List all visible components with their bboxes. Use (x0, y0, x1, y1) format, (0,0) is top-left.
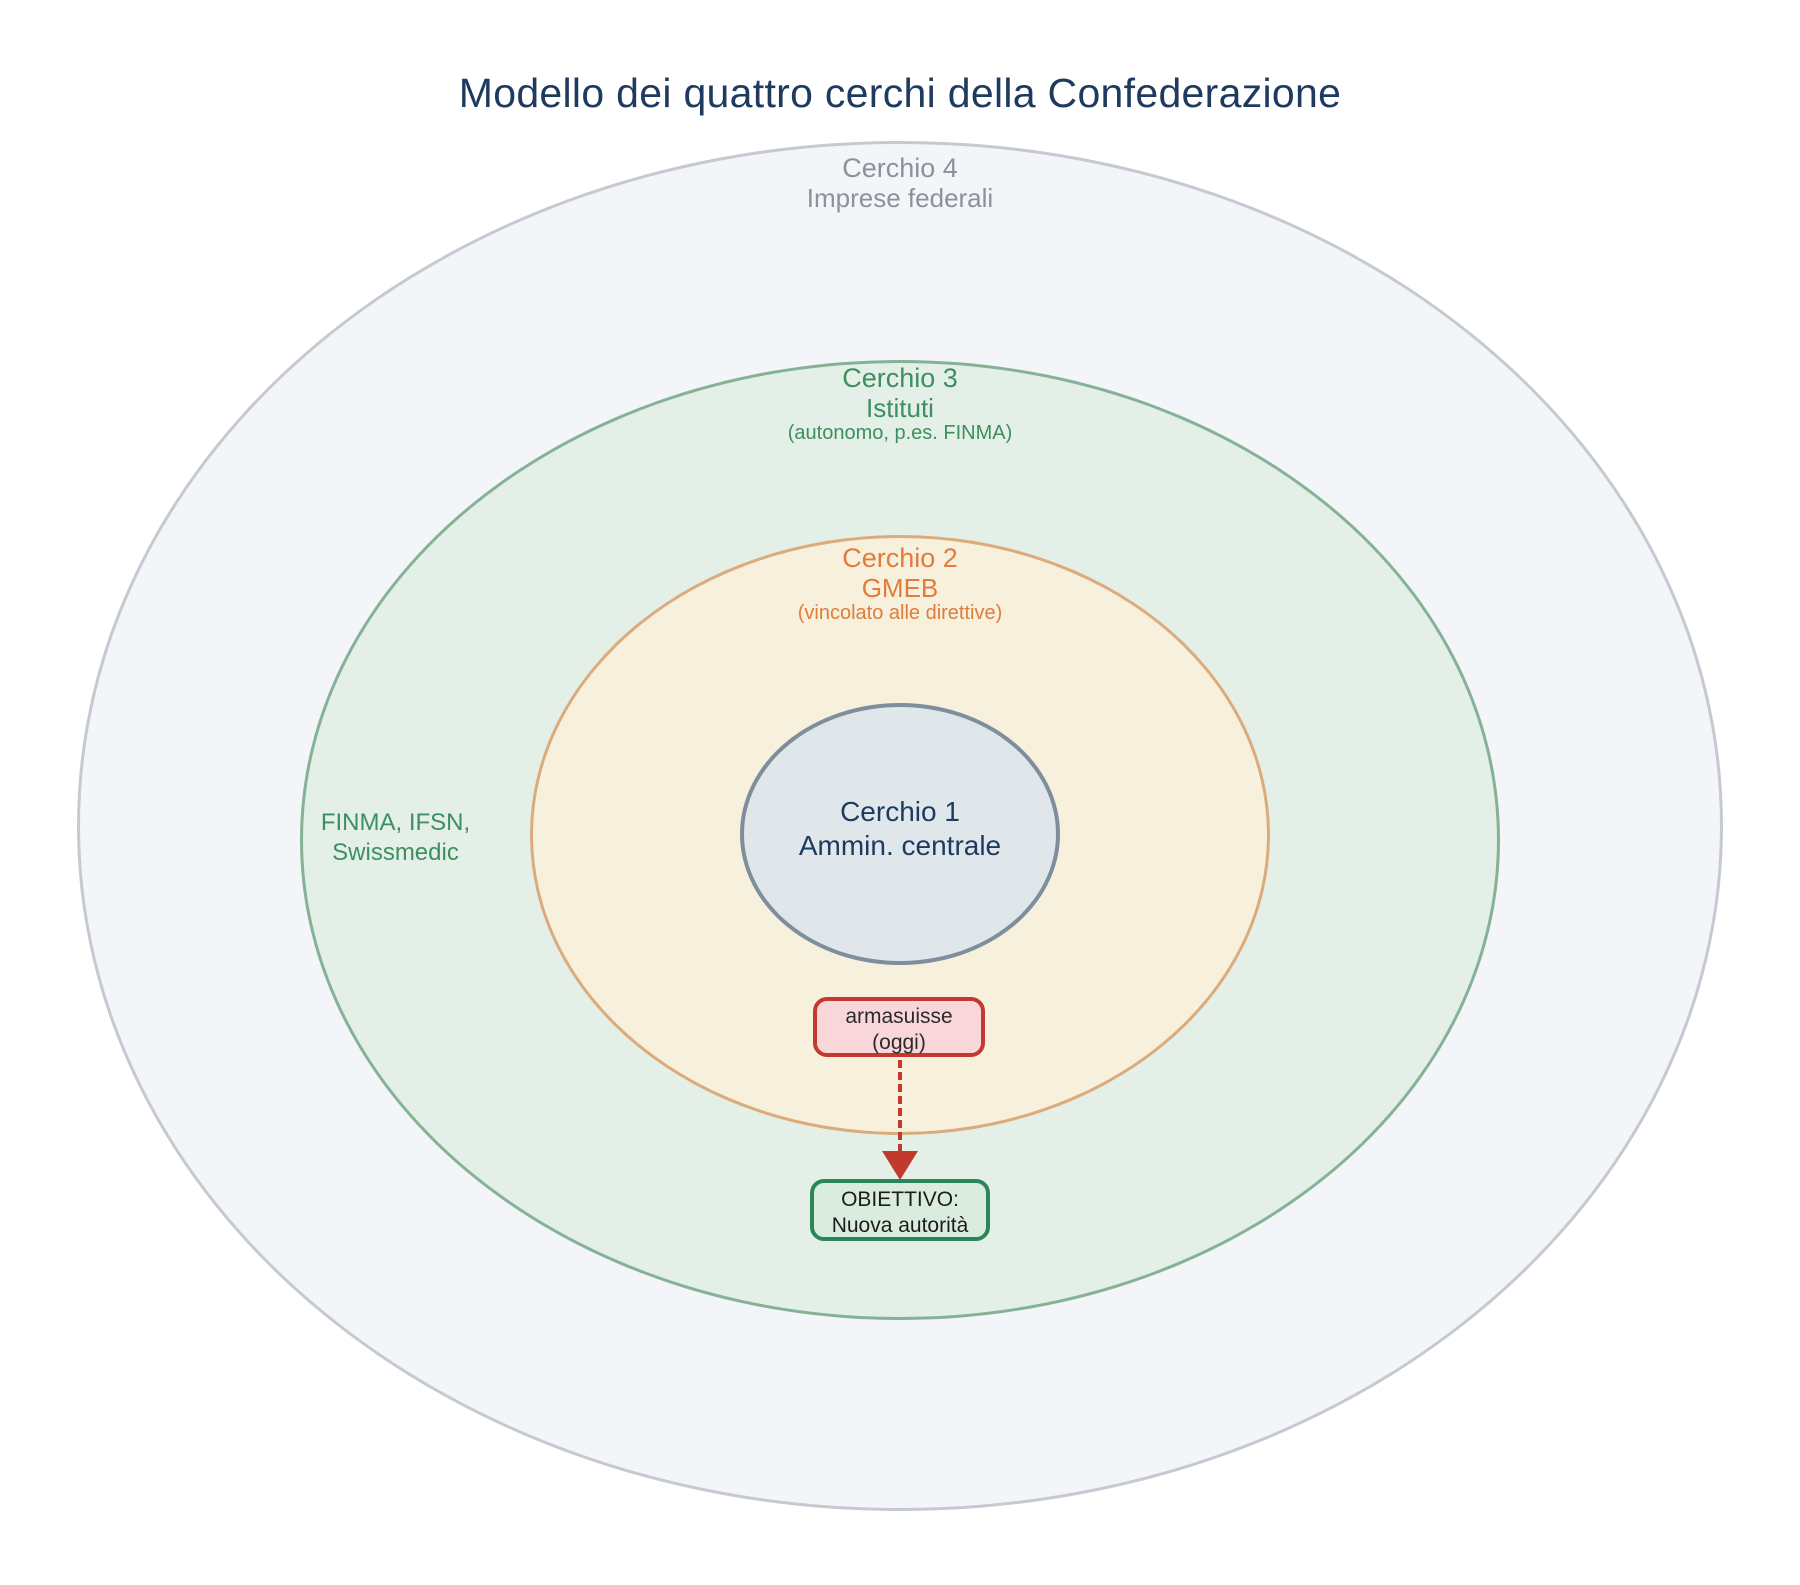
circle-4-label: Cerchio 4 Imprese federali (600, 152, 1200, 212)
page-title: Modello dei quattro cerchi della Confede… (458, 70, 1342, 116)
circle-4-name: Cerchio 4 (842, 153, 958, 183)
circle-4-descriptor: Imprese federali (806, 183, 994, 213)
circle-3-name: Cerchio 3 (842, 363, 958, 393)
arrow-head-icon (882, 1151, 918, 1180)
objective-box: OBIETTIVO: Nuova autorità (810, 1179, 990, 1241)
circle-3-members-annotation: FINMA, IFSN, Swissmedic (298, 808, 493, 868)
circle-2-name: Cerchio 2 (842, 543, 958, 573)
circle-3-note: (autonomo, p.es. FINMA) (787, 422, 1013, 444)
circle-3-descriptor: Istituti (866, 393, 934, 423)
circle-3-label: Cerchio 3 Istituti (autonomo, p.es. FINM… (600, 362, 1200, 444)
objective-label: OBIETTIVO: (841, 1188, 959, 1211)
circle-3-members-line1: FINMA, IFSN, (320, 809, 471, 836)
circle-1-descriptor: Ammin. centrale (798, 830, 1002, 861)
circle-2-descriptor: GMEB (861, 573, 939, 603)
objective-sublabel: Nuova autorità (831, 1214, 969, 1237)
armasuisse-sublabel: (oggi) (872, 1031, 926, 1054)
circle-2-label: Cerchio 2 GMEB (vincolato alle direttive… (600, 542, 1200, 624)
circle-3-members-line2: Swissmedic (332, 839, 459, 866)
circle-1-name: Cerchio 1 (840, 796, 960, 827)
armasuisse-current-box: armasuisse (oggi) (813, 997, 985, 1057)
dashed-arrow-stem (898, 1060, 902, 1152)
circle-1-label: Cerchio 1 Ammin. centrale (740, 795, 1060, 863)
circle-1-ellipse (740, 703, 1060, 965)
circle-2-note: (vincolato alle direttive) (797, 602, 1003, 624)
armasuisse-label: armasuisse (845, 1005, 953, 1028)
